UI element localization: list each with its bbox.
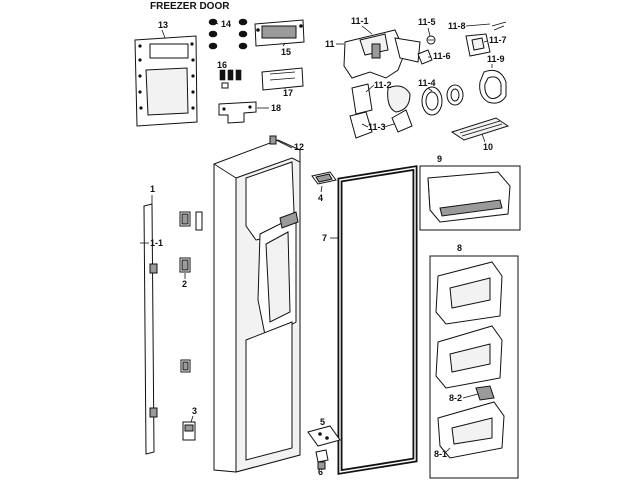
callout-18: 18 <box>271 103 281 113</box>
callout-16: 16 <box>217 60 227 70</box>
part-18-bracket <box>218 101 257 124</box>
part-4-small-cover <box>311 171 337 185</box>
part-7-door-gasket <box>337 165 418 475</box>
callout-14: 14 <box>221 19 231 29</box>
part-14-buttons <box>208 18 248 50</box>
part-8-1-lower-bin <box>437 385 505 459</box>
callout-11-4: 11-4 <box>418 78 436 88</box>
part-6-clip <box>315 449 329 470</box>
part-11-chute-assembly <box>343 21 507 139</box>
callout-1: 1 <box>150 184 155 194</box>
callout-11-7: 11-7 <box>489 35 507 45</box>
callout-13: 13 <box>158 20 168 30</box>
part-8-door-bins <box>435 261 503 389</box>
part-8-bins-box <box>429 255 519 479</box>
part-17-display-cover <box>261 67 304 91</box>
part-12-door-assembly <box>213 135 301 473</box>
part-10-cover-grille <box>450 117 510 141</box>
callout-17: 17 <box>283 88 293 98</box>
part-2-hinge-blocks <box>179 211 203 273</box>
callout-15: 15 <box>281 47 291 57</box>
part-9-bin-box <box>419 165 521 231</box>
part-5-bracket-plate <box>307 425 341 447</box>
part-16-sensors <box>219 69 242 89</box>
callout-6: 6 <box>318 467 323 477</box>
part-3-lower-hinge <box>180 359 196 441</box>
callout-2: 2 <box>182 279 187 289</box>
callout-5: 5 <box>320 417 325 427</box>
callout-11-6: 11-6 <box>433 51 451 61</box>
part-13-dispenser-frame <box>134 35 198 127</box>
callout-11: 11 <box>325 39 335 49</box>
part-9-upper-bin <box>427 171 511 223</box>
callout-8-2: 8-2 <box>449 393 462 403</box>
callout-1-1: 1-1 <box>150 238 163 248</box>
callout-11-2: 11-2 <box>374 80 392 90</box>
part-1-hinge-cover <box>143 203 158 455</box>
callout-10: 10 <box>483 142 493 152</box>
callout-9: 9 <box>437 154 442 164</box>
callout-8: 8 <box>457 243 462 253</box>
callout-3: 3 <box>192 406 197 416</box>
callout-11-1: 11-1 <box>351 16 369 26</box>
callout-11-9: 11-9 <box>487 54 505 64</box>
callout-7: 7 <box>322 233 327 243</box>
callout-8-1: 8-1 <box>434 449 447 459</box>
callout-11-8: 11-8 <box>448 21 466 31</box>
callout-12: 12 <box>294 142 304 152</box>
callout-11-5: 11-5 <box>418 17 436 27</box>
callout-4: 4 <box>318 193 323 203</box>
callout-11-3: 11-3 <box>368 122 386 132</box>
part-15-control-board <box>254 19 305 47</box>
diagram-title: FREEZER DOOR <box>150 1 230 12</box>
